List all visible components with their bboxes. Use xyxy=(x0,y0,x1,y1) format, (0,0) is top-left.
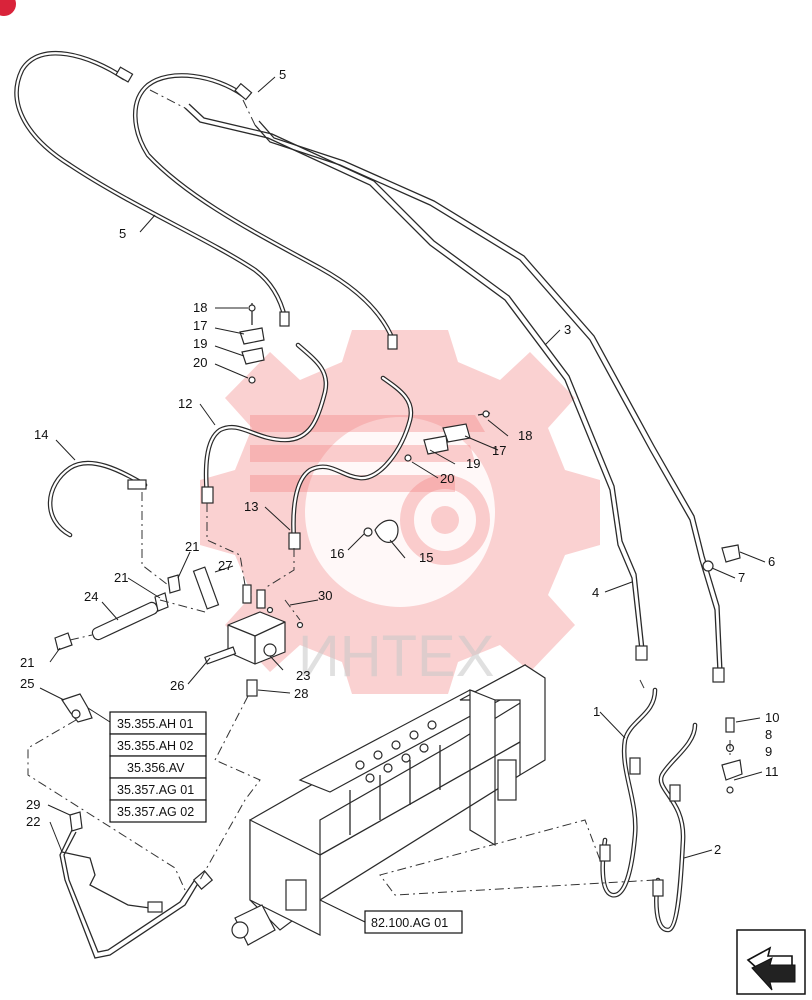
bracket-8-11 xyxy=(721,717,743,794)
callout-9: 9 xyxy=(765,744,772,759)
callout-24: 24 xyxy=(84,589,98,604)
clamp-group-left xyxy=(239,303,265,384)
attach-frame xyxy=(231,663,546,946)
ref-box-3[interactable]: 35.356.AV xyxy=(109,755,207,779)
ref-box-frame[interactable]: 82.100.AG 01 xyxy=(364,910,463,934)
svg-text:35.356.AV: 35.356.AV xyxy=(127,761,185,775)
clip-29 xyxy=(69,811,83,832)
connection-lines xyxy=(27,89,731,896)
callout-23: 23 xyxy=(296,668,310,683)
callout-25: 25 xyxy=(20,676,34,691)
reference-boxes: 35.355.AH 01 35.355.AH 02 35.356.AV 35.3… xyxy=(109,711,463,934)
valve-assembly xyxy=(192,566,304,697)
next-page-arrow-icon[interactable] xyxy=(736,929,806,995)
hose-14 xyxy=(47,460,148,538)
callout-8: 8 xyxy=(765,727,772,742)
callout-30: 30 xyxy=(318,588,332,603)
callout-21-mid: 21 xyxy=(114,570,128,585)
callout-15: 15 xyxy=(419,550,433,565)
ref-box-5[interactable]: 35.357.AG 02 xyxy=(109,799,207,823)
hose-5-left xyxy=(14,50,290,327)
callout-22: 22 xyxy=(26,814,40,829)
callout-21-low: 21 xyxy=(20,655,34,670)
callout-29: 29 xyxy=(26,797,40,812)
hose-5-right xyxy=(132,73,398,350)
svg-text:82.100.AG 01: 82.100.AG 01 xyxy=(371,916,448,930)
callout-20-left: 20 xyxy=(193,355,207,370)
svg-text:35.357.AG 01: 35.357.AG 01 xyxy=(117,783,194,797)
callout-26: 26 xyxy=(170,678,184,693)
callout-17-left: 17 xyxy=(193,318,207,333)
callout-6: 6 xyxy=(768,554,775,569)
callout-12: 12 xyxy=(178,396,192,411)
callout-5-left: 5 xyxy=(119,226,126,241)
svg-text:35.355.AH 01: 35.355.AH 01 xyxy=(117,717,193,731)
callout-3: 3 xyxy=(564,322,571,337)
ref-box-2[interactable]: 35.355.AH 02 xyxy=(109,733,207,757)
callout-11: 11 xyxy=(765,764,779,779)
svg-text:35.355.AH 02: 35.355.AH 02 xyxy=(117,739,193,753)
corner-badge xyxy=(0,0,16,16)
callout-14: 14 xyxy=(34,427,48,442)
callout-7: 7 xyxy=(738,570,745,585)
callout-19-right: 19 xyxy=(466,456,480,471)
svg-text:35.357.AG 02: 35.357.AG 02 xyxy=(117,805,194,819)
leader-lines xyxy=(39,76,766,923)
elbow-25 xyxy=(61,693,93,723)
callout-19-left: 19 xyxy=(193,336,207,351)
callout-13: 13 xyxy=(244,499,258,514)
tube-3 xyxy=(254,120,725,683)
callout-17-right: 17 xyxy=(492,443,506,458)
tube-22 xyxy=(59,829,214,959)
ref-box-1[interactable]: 35.355.AH 01 xyxy=(109,711,207,735)
callout-4: 4 xyxy=(592,585,599,600)
tube-4 xyxy=(184,103,648,661)
callout-18-right: 18 xyxy=(518,428,532,443)
hose-1 xyxy=(599,687,658,898)
watermark-text: ИНТЕХ xyxy=(298,624,494,689)
clamp-15-16 xyxy=(363,519,399,543)
callout-28: 28 xyxy=(294,686,308,701)
callout-5-right: 5 xyxy=(279,67,286,82)
clamp-group-right xyxy=(404,410,491,462)
callout-20-right: 20 xyxy=(440,471,454,486)
callout-18-left: 18 xyxy=(193,300,207,315)
hose-12 xyxy=(201,342,329,504)
callout-2: 2 xyxy=(714,842,721,857)
fitting-6-7 xyxy=(702,544,741,572)
callout-27: 27 xyxy=(218,558,232,573)
tube-24 xyxy=(54,574,181,651)
hose-13 xyxy=(288,375,414,550)
callout-labels: 5 5 3 4 1 2 6 7 10 8 9 11 12 13 14 15 16… xyxy=(20,67,779,857)
hose-2 xyxy=(652,722,698,933)
callout-16: 16 xyxy=(330,546,344,561)
callout-21-top: 21 xyxy=(185,539,199,554)
callout-1: 1 xyxy=(593,704,600,719)
callout-10: 10 xyxy=(765,710,779,725)
ref-box-4[interactable]: 35.357.AG 01 xyxy=(109,777,207,801)
